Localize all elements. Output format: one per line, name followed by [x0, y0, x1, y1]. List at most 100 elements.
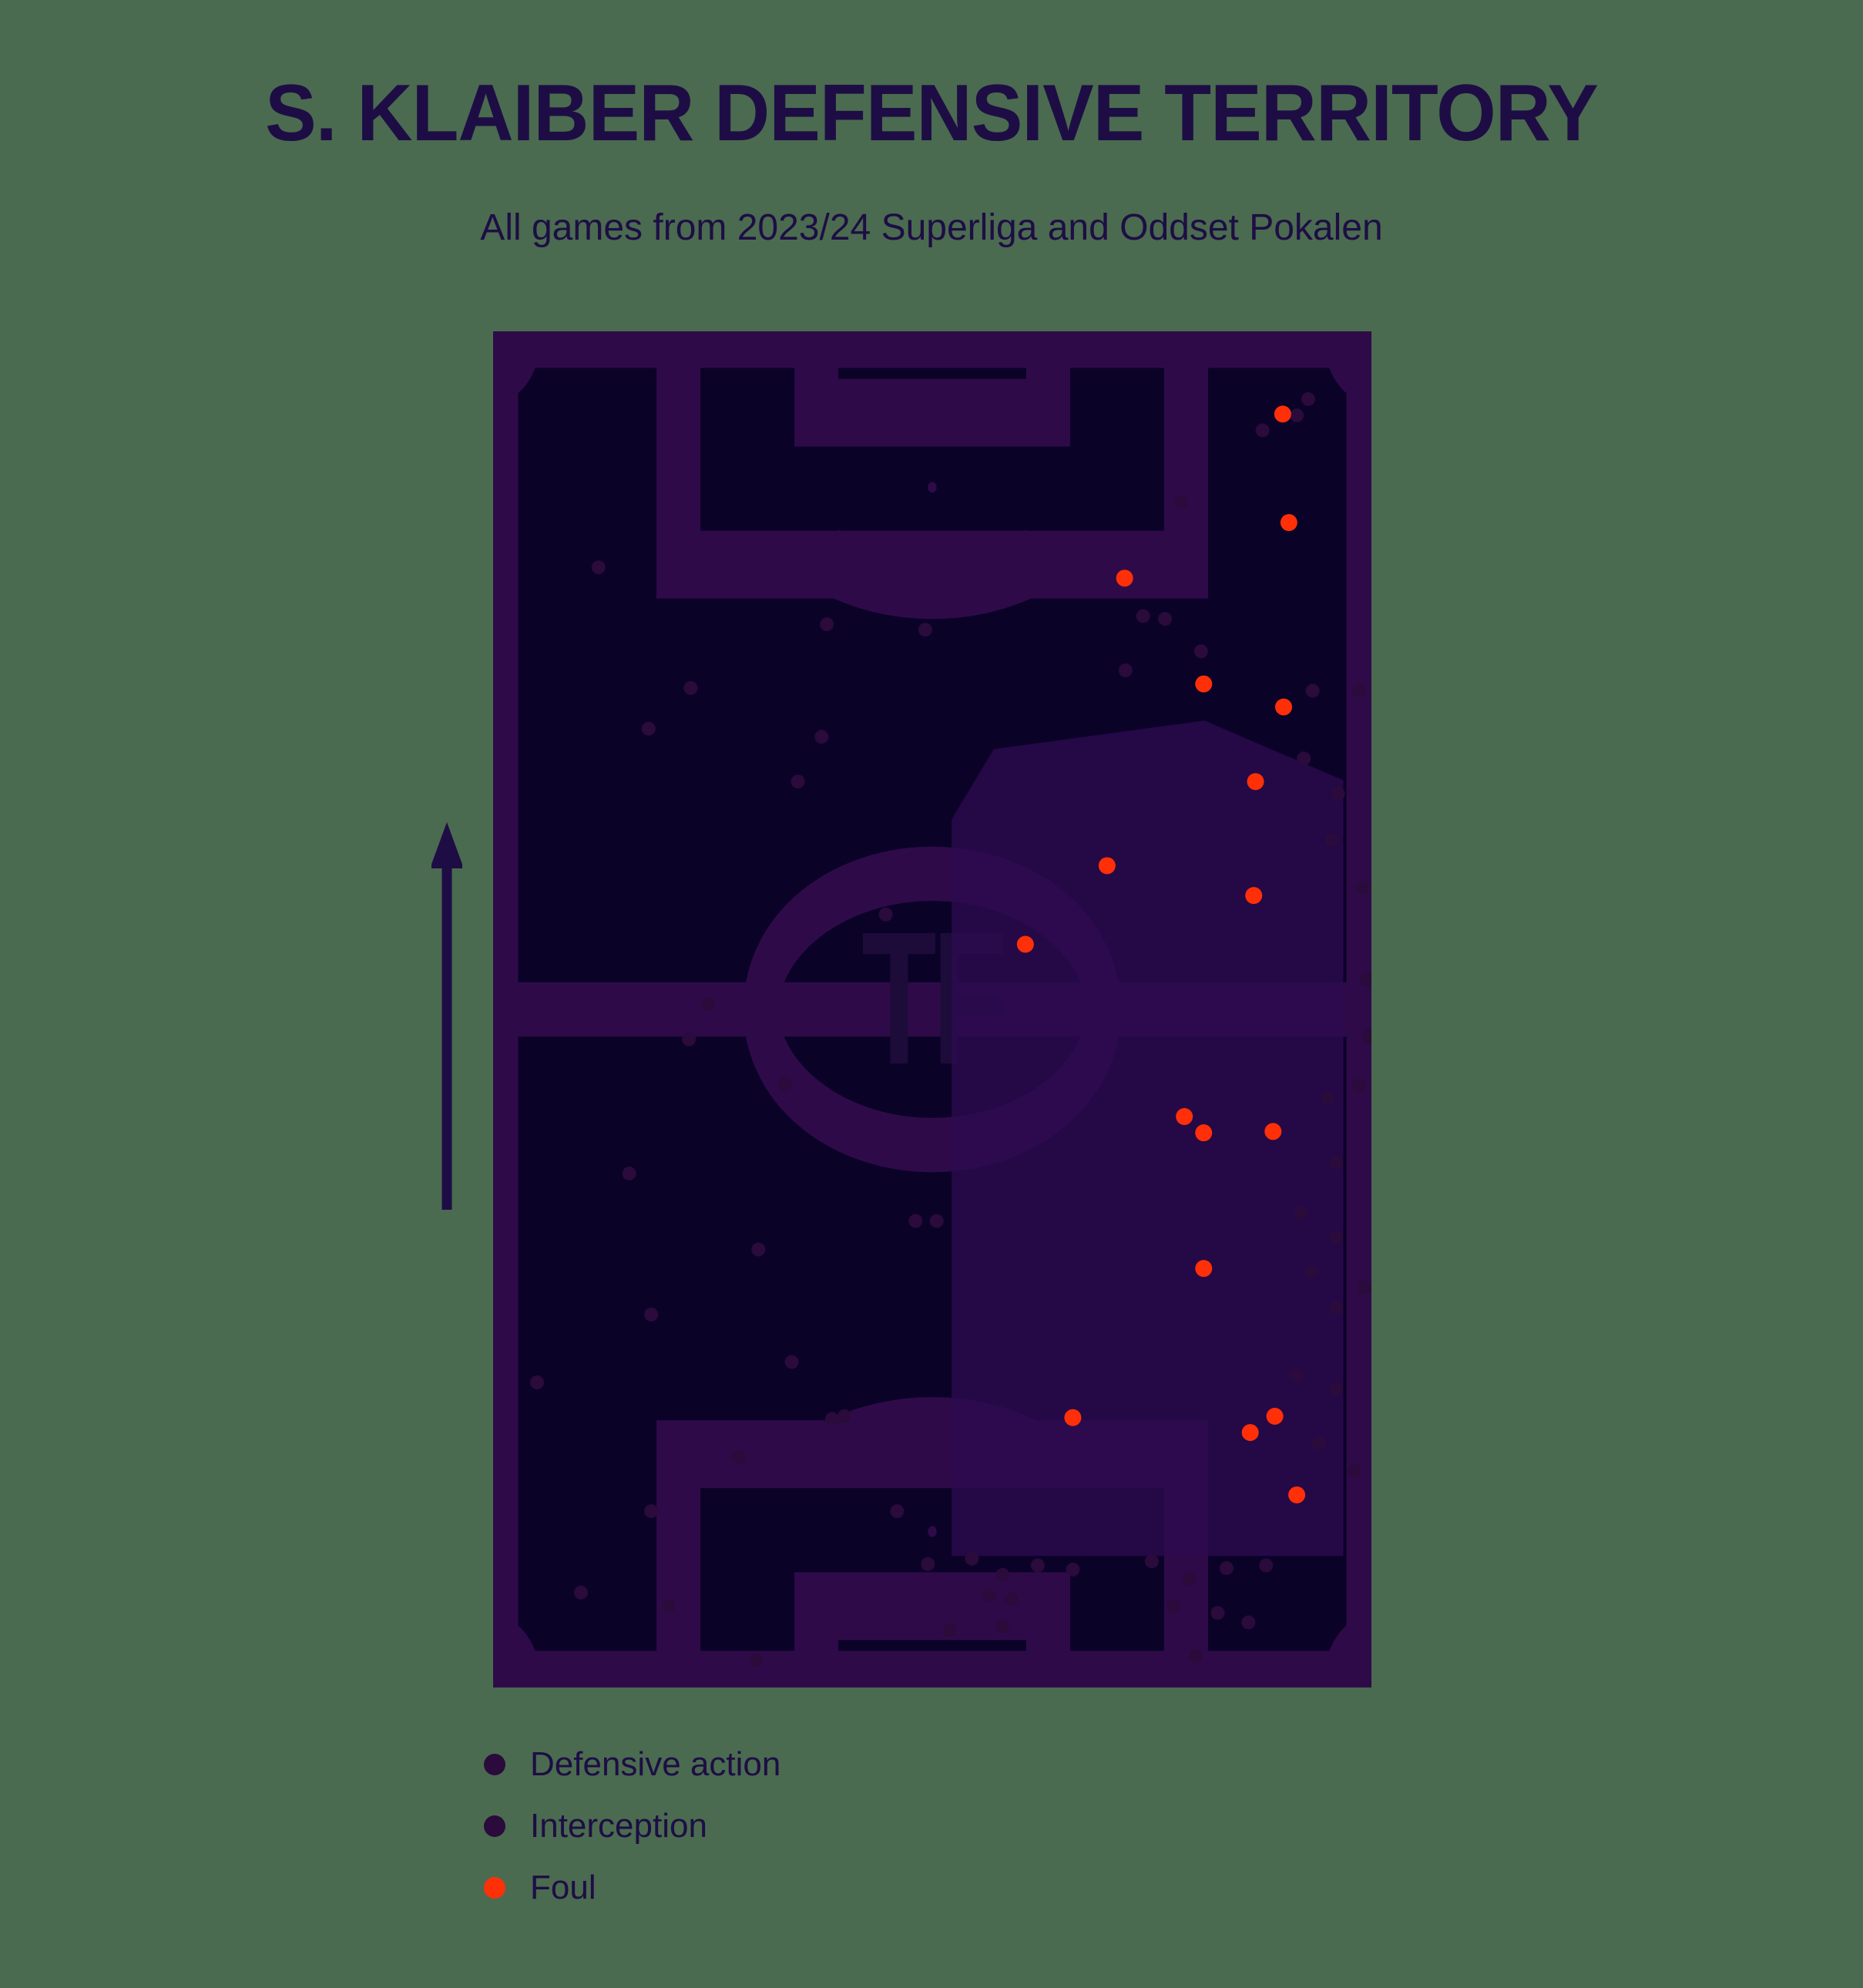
defensive-action-point — [777, 1076, 792, 1091]
defensive-action-point — [1030, 1558, 1045, 1573]
foul-point — [1288, 1486, 1306, 1504]
defensive-action-point — [1329, 1230, 1344, 1244]
foul-point — [1245, 887, 1263, 905]
defensive-action-point — [1241, 1615, 1256, 1630]
defensive-action-point — [1193, 644, 1208, 659]
defensive-action-point — [732, 1449, 747, 1464]
defensive-action-point — [1290, 1368, 1304, 1383]
foul-point — [1266, 1408, 1284, 1425]
defensive-action-point — [1329, 1382, 1344, 1396]
foul-point — [1016, 935, 1034, 953]
defensive-action-dot-icon — [484, 1754, 505, 1775]
defensive-action-point — [1331, 787, 1345, 801]
defensive-action-point — [784, 1355, 799, 1369]
defensive-action-point — [982, 1588, 997, 1603]
direction-of-play-arrow — [430, 821, 464, 1215]
foul-point — [1176, 1108, 1193, 1126]
defensive-action-point — [1173, 495, 1188, 509]
defensive-action-point — [1361, 1029, 1371, 1044]
defensive-action-point — [1210, 1606, 1225, 1620]
defensive-action-point — [1329, 1301, 1344, 1315]
foul-point — [1264, 1123, 1282, 1140]
defensive-action-point — [1219, 1561, 1234, 1576]
defensive-action-point — [838, 1409, 851, 1424]
foul-point — [1280, 514, 1297, 532]
defensive-action-point — [1352, 1078, 1367, 1093]
defensive-action-point — [825, 1412, 840, 1426]
defensive-action-point — [908, 1214, 923, 1228]
foul-point — [1195, 1260, 1213, 1278]
defensive-action-point — [644, 1308, 659, 1322]
defensive-action-point — [918, 623, 932, 637]
defensive-action-point — [1183, 1572, 1197, 1587]
defensive-action-point — [1118, 663, 1133, 677]
defensive-action-point — [921, 1556, 935, 1571]
defensive-action-point — [1305, 683, 1320, 698]
defensive-action-point — [1066, 1562, 1080, 1577]
defensive-action-point — [995, 1619, 1010, 1634]
defensive-action-point — [750, 1653, 764, 1667]
defensive-action-point — [890, 1504, 905, 1519]
defensive-action-point — [644, 1504, 659, 1519]
defensive-action-point — [791, 774, 805, 789]
defensive-action-point — [1357, 1280, 1371, 1295]
defensive-action-point — [530, 1375, 544, 1390]
defensive-action-point — [1355, 880, 1370, 895]
foul-point — [1098, 857, 1116, 875]
defensive-action-point — [1145, 1554, 1159, 1569]
pitch-svg: TF — [493, 331, 1371, 1687]
legend-item-defensive-action: Defensive action — [484, 1734, 1177, 1795]
defensive-action-point — [1301, 392, 1315, 406]
defensive-action-point — [662, 1599, 676, 1614]
defensive-action-point — [1352, 683, 1367, 698]
page-title: S. KLAIBER DEFENSIVE TERRITORY — [265, 69, 1599, 158]
defensive-action-point — [1294, 1206, 1308, 1221]
defensive-action-point — [1297, 751, 1311, 766]
defensive-action-point — [1158, 612, 1173, 626]
foul-point — [1275, 698, 1292, 716]
defensive-action-point — [1347, 1463, 1361, 1478]
defensive-action-point — [683, 680, 698, 695]
legend-item-foul: Foul — [484, 1857, 1177, 1919]
page-subtitle: All games from 2023/24 Superliga and Odd… — [480, 207, 1383, 248]
defensive-action-point — [1004, 1592, 1019, 1607]
legend-label-interception: Interception — [530, 1807, 707, 1845]
legend-item-interception: Interception — [484, 1795, 1177, 1857]
defensive-action-point — [1304, 1264, 1319, 1278]
defensive-action-point — [878, 907, 893, 922]
defensive-action-point — [1360, 972, 1371, 987]
legend: Defensive action Interception Foul — [484, 1734, 1177, 1919]
defensive-action-point — [701, 996, 716, 1011]
defensive-action-point — [942, 1624, 957, 1638]
legend-label-defensive-action: Defensive action — [530, 1745, 781, 1783]
defensive-action-point — [1324, 833, 1339, 847]
defensive-action-point — [814, 730, 829, 744]
defensive-action-point — [965, 1551, 979, 1566]
defensive-action-points — [530, 392, 1371, 1667]
defensive-action-point — [574, 1585, 588, 1600]
defensive-action-point — [1136, 609, 1150, 623]
defensive-action-point — [1290, 408, 1304, 423]
defensive-action-point — [1311, 1436, 1326, 1451]
foul-point — [1116, 569, 1133, 587]
foul-dot-icon — [484, 1877, 505, 1899]
defensive-territory-polygon — [952, 720, 1344, 1556]
defensive-action-point — [1255, 423, 1270, 438]
defensive-action-point — [622, 1166, 636, 1180]
legend-label-foul: Foul — [530, 1869, 596, 1906]
foul-point — [1241, 1424, 1259, 1442]
defensive-action-point — [995, 1567, 1010, 1582]
foul-point — [1064, 1409, 1082, 1426]
defensive-action-point — [929, 1214, 944, 1228]
pitch-container: TF — [493, 331, 1371, 1687]
defensive-action-point — [751, 1242, 766, 1257]
defensive-action-point — [591, 560, 606, 575]
defensive-action-point — [1259, 1558, 1274, 1573]
defensive-action-point — [682, 1032, 697, 1046]
defensive-action-point — [641, 721, 656, 736]
defensive-action-point — [820, 617, 834, 632]
defensive-action-point — [1189, 1649, 1203, 1664]
defensive-action-point — [1329, 1155, 1344, 1170]
foul-point — [1247, 773, 1264, 791]
